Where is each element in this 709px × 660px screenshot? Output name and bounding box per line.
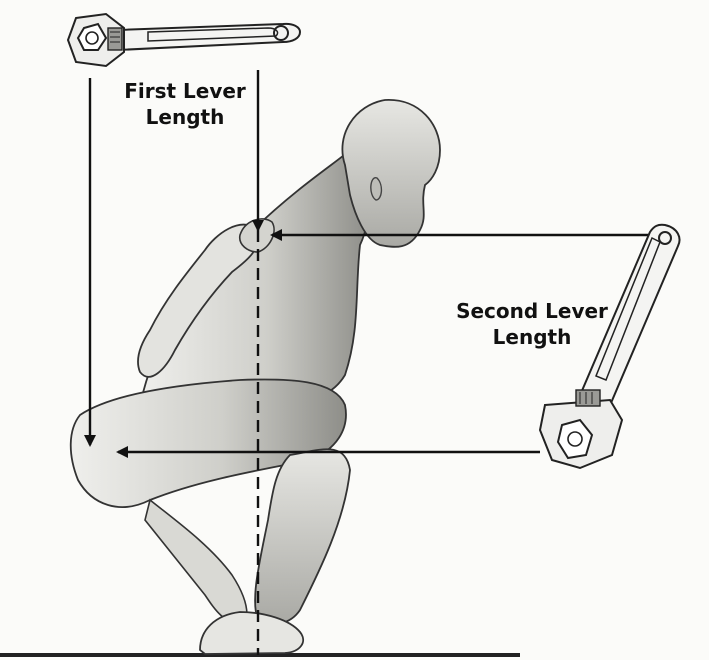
squatting-figure <box>71 100 440 654</box>
figure-calf <box>145 500 247 625</box>
figure-torso <box>140 150 369 405</box>
figure-ear <box>371 178 382 200</box>
second-lever-length-label: Second Lever Length <box>432 298 632 350</box>
second-lever-label-line2: Length <box>432 324 632 350</box>
first-lever-label-line1: First Lever <box>100 78 270 104</box>
adjustable-wrench-icon <box>68 14 300 66</box>
second-lever-label-line1: Second Lever <box>432 298 632 324</box>
first-lever-label-line2: Length <box>100 104 270 130</box>
first-lever-length-label: First Lever Length <box>100 78 270 130</box>
figure-shin <box>255 449 350 624</box>
